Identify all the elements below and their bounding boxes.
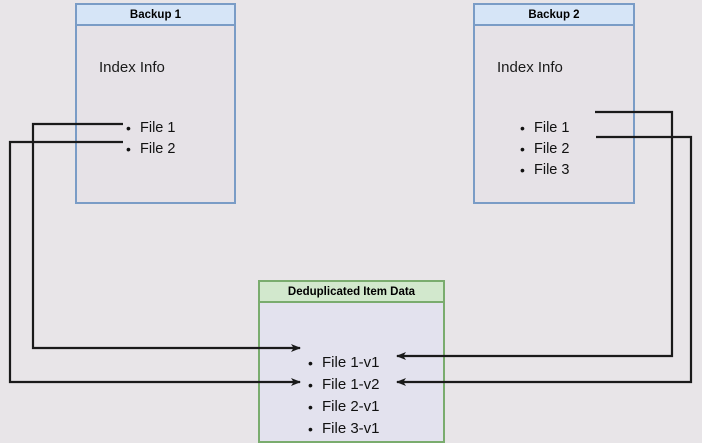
backup2-box: Backup 2 Index Info File 1 File 2 File 3 — [473, 3, 635, 204]
backup1-title: Backup 1 — [77, 5, 234, 26]
list-item: File 1-v2 — [308, 374, 380, 396]
list-item: File 1-v1 — [308, 352, 380, 374]
backup2-title: Backup 2 — [475, 5, 633, 26]
dedup-body: File 1-v1 File 1-v2 File 2-v1 File 3-v1 — [260, 303, 443, 441]
backup2-body: Index Info File 1 File 2 File 3 — [475, 26, 633, 202]
list-item: File 2 — [520, 139, 569, 160]
list-item: File 1 — [520, 118, 569, 139]
list-item: File 3 — [520, 160, 569, 181]
deduplicated-item-data-box: Deduplicated Item Data File 1-v1 File 1-… — [258, 280, 445, 443]
backup1-body: Index Info File 1 File 2 — [77, 26, 234, 202]
backup1-index-info-label: Index Info — [99, 59, 165, 76]
backup2-index-info-label: Index Info — [497, 59, 563, 76]
list-item: File 1 — [126, 118, 175, 139]
backup1-file-list: File 1 File 2 — [126, 118, 175, 160]
dedup-title: Deduplicated Item Data — [260, 282, 443, 303]
backup2-file-list: File 1 File 2 File 3 — [520, 118, 569, 181]
backup1-box: Backup 1 Index Info File 1 File 2 — [75, 3, 236, 204]
list-item: File 2 — [126, 139, 175, 160]
dedup-item-list: File 1-v1 File 1-v2 File 2-v1 File 3-v1 — [308, 352, 380, 440]
list-item: File 3-v1 — [308, 418, 380, 440]
list-item: File 2-v1 — [308, 396, 380, 418]
